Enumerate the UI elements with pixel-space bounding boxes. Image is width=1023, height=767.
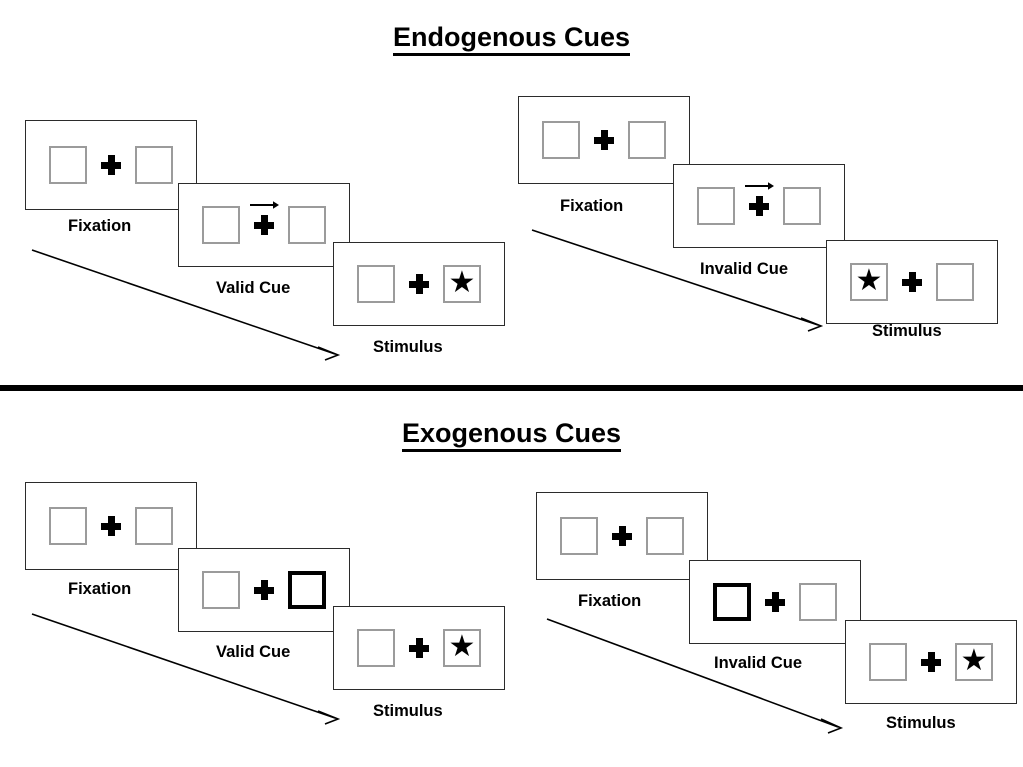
section-title-exogenous: Exogenous Cues — [0, 418, 1023, 452]
frame-exogenous-invalid-fixation — [536, 492, 708, 580]
fixation-cross-icon — [250, 201, 279, 235]
caption-endogenous-valid-stimulus: Stimulus — [373, 338, 443, 356]
caption-endogenous-invalid-fixation: Fixation — [560, 197, 624, 215]
placeholder-box-right — [288, 206, 326, 244]
frame-endogenous-invalid-fixation — [518, 96, 690, 184]
frame-exogenous-invalid-cue — [689, 560, 861, 644]
star-icon: ★ — [448, 630, 476, 663]
placeholder-box-right — [135, 507, 173, 545]
fixation-cross-icon — [409, 638, 429, 658]
placeholder-box-right — [799, 583, 837, 621]
placeholder-box-right — [646, 517, 684, 555]
caption-endogenous-valid-cue: Valid Cue — [216, 279, 291, 297]
fixation-cross-icon — [101, 516, 121, 536]
fixation-cross-icon — [745, 182, 774, 216]
placeholder-box-left — [49, 146, 87, 184]
placeholder-box-left — [357, 265, 395, 303]
placeholder-box-right — [135, 146, 173, 184]
frame-content — [49, 507, 173, 545]
placeholder-box-left — [202, 206, 240, 244]
placeholder-box-left — [202, 571, 240, 609]
time-flow-arrow-endogenous-invalid — [530, 228, 840, 336]
section-title-endogenous: Endogenous Cues — [0, 22, 1023, 56]
caption-exogenous-invalid-stimulus: Stimulus — [886, 714, 956, 732]
fixation-cross-icon — [101, 155, 121, 175]
placeholder-box-left — [49, 507, 87, 545]
frame-content — [697, 182, 821, 225]
fixation-cross-icon — [612, 526, 632, 546]
frame-content: ★ — [357, 629, 481, 667]
target-box-right: ★ — [443, 629, 481, 667]
caption-exogenous-valid-fixation: Fixation — [68, 580, 132, 598]
caption-exogenous-valid-stimulus: Stimulus — [373, 702, 443, 720]
frame-exogenous-invalid-stimulus: ★ — [845, 620, 1017, 704]
caption-exogenous-invalid-cue: Invalid Cue — [714, 654, 803, 672]
frame-exogenous-valid-stimulus: ★ — [333, 606, 505, 690]
placeholder-box-right — [936, 263, 974, 301]
frame-endogenous-valid-cue — [178, 183, 350, 267]
cued-box-right — [288, 571, 326, 609]
star-icon: ★ — [448, 266, 476, 299]
placeholder-box-left — [560, 517, 598, 555]
frame-content: ★ — [357, 265, 481, 303]
frame-content — [713, 583, 837, 621]
fixation-cross-icon — [594, 130, 614, 150]
caption-endogenous-invalid-cue: Invalid Cue — [700, 260, 789, 278]
frame-content — [542, 121, 666, 159]
fixation-cross-icon — [409, 274, 429, 294]
arrow-right-icon — [744, 180, 774, 192]
frame-content: ★ — [869, 643, 993, 681]
time-flow-arrow-exogenous-invalid — [545, 617, 855, 737]
placeholder-box-left — [697, 187, 735, 225]
section-title-endogenous-text: Endogenous Cues — [392, 22, 630, 56]
frame-endogenous-invalid-cue — [673, 164, 845, 248]
fixation-cross-icon — [765, 592, 785, 612]
placeholder-box-right — [783, 187, 821, 225]
fixation-cross-icon — [921, 652, 941, 672]
frame-exogenous-valid-cue — [178, 548, 350, 632]
fixation-cross-icon — [902, 272, 922, 292]
arrow-right-icon — [249, 199, 279, 211]
caption-endogenous-invalid-stimulus: Stimulus — [872, 322, 942, 340]
frame-endogenous-valid-stimulus: ★ — [333, 242, 505, 326]
star-icon: ★ — [855, 264, 883, 297]
fixation-cross-icon — [254, 580, 274, 600]
frame-exogenous-valid-fixation — [25, 482, 197, 570]
time-flow-arrow-endogenous-valid — [30, 248, 350, 363]
target-box-right: ★ — [443, 265, 481, 303]
cued-box-left — [713, 583, 751, 621]
section-title-exogenous-text: Exogenous Cues — [401, 418, 622, 452]
target-box-left: ★ — [850, 263, 888, 301]
frame-endogenous-valid-fixation — [25, 120, 197, 210]
caption-endogenous-valid-fixation: Fixation — [68, 217, 132, 235]
frame-content — [560, 517, 684, 555]
placeholder-box-left — [542, 121, 580, 159]
star-icon: ★ — [960, 644, 988, 677]
placeholder-box-left — [357, 629, 395, 667]
frame-content — [49, 146, 173, 184]
frame-content — [202, 571, 326, 609]
placeholder-box-left — [869, 643, 907, 681]
frame-content — [202, 201, 326, 244]
section-divider — [0, 385, 1023, 391]
placeholder-box-right — [628, 121, 666, 159]
caption-exogenous-valid-cue: Valid Cue — [216, 643, 291, 661]
time-flow-arrow-exogenous-valid — [30, 612, 350, 727]
frame-endogenous-invalid-stimulus: ★ — [826, 240, 998, 324]
target-box-right: ★ — [955, 643, 993, 681]
frame-content: ★ — [850, 263, 974, 301]
caption-exogenous-invalid-fixation: Fixation — [578, 592, 642, 610]
